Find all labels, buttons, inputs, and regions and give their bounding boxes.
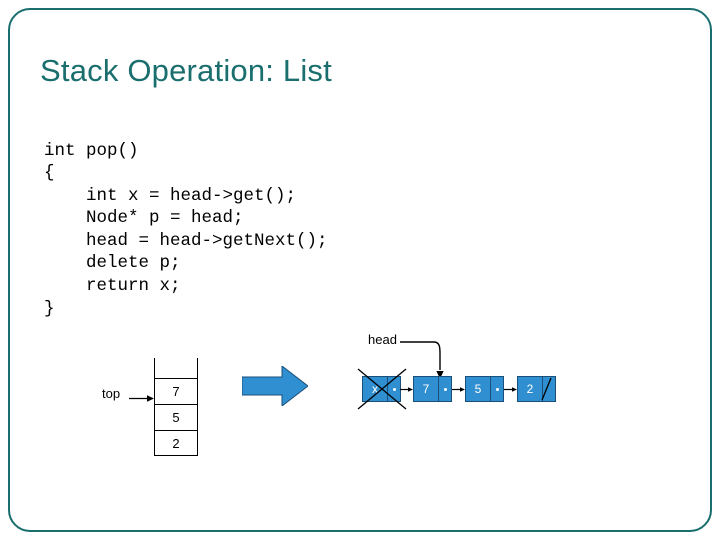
pointer-dot-icon xyxy=(495,387,499,391)
list-node-value: 7 xyxy=(414,377,439,401)
list-node-value: 5 xyxy=(466,377,491,401)
block-arrow-right-icon xyxy=(242,366,308,406)
list-node-value: x xyxy=(363,377,388,401)
stack-cell: 7 xyxy=(154,378,198,404)
list-node-pointer xyxy=(388,377,400,401)
stack-top-label: top xyxy=(102,386,121,401)
stack-column: 7 5 2 xyxy=(154,358,198,456)
list-node: 2 xyxy=(517,376,556,402)
page-title: Stack Operation: List xyxy=(40,53,332,88)
head-label: head xyxy=(368,332,397,347)
stack-top-arrow-icon xyxy=(129,395,154,402)
slide-frame: Stack Operation: List int pop() { int x … xyxy=(8,8,712,532)
list-node: 7 xyxy=(413,376,452,402)
pointer-dot-icon xyxy=(392,387,396,391)
list-link-arrow-icon xyxy=(452,387,465,392)
deleted-node-cross-icon xyxy=(357,368,407,410)
list-node-value: 2 xyxy=(518,377,543,401)
stack-cell: 2 xyxy=(154,430,198,456)
head-pointer-arrow-icon xyxy=(400,341,444,379)
list-link-arrow-icon xyxy=(400,387,413,392)
pointer-dot-icon xyxy=(443,387,447,391)
null-terminator-icon xyxy=(541,377,552,401)
list-node: 5 xyxy=(465,376,504,402)
list-node-pointer xyxy=(439,377,451,401)
list-node-pointer xyxy=(491,377,503,401)
stack-cell: 5 xyxy=(154,404,198,430)
list-link-arrow-icon xyxy=(504,387,517,392)
stack-open-top xyxy=(154,358,198,378)
code-block: int pop() { int x = head->get(); Node* p… xyxy=(44,140,328,319)
